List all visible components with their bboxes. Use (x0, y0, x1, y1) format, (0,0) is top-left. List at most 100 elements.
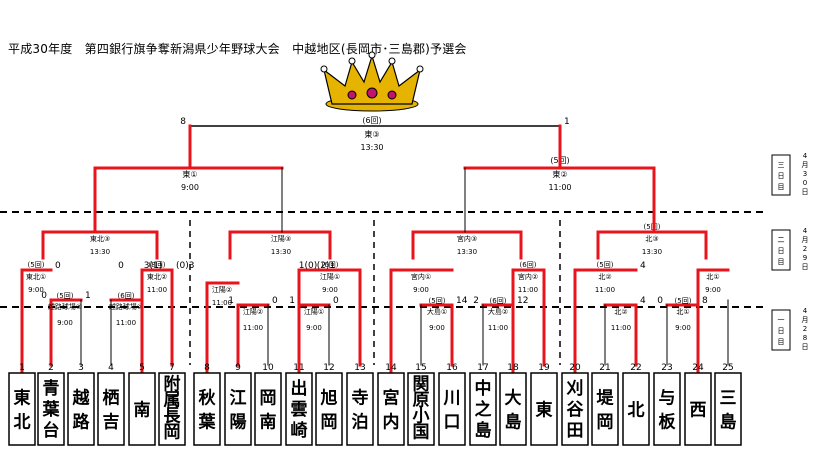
team-number: 8 (204, 363, 210, 373)
team-name-char: 陽 (230, 413, 247, 433)
team-name-char: 南 (134, 400, 151, 421)
date-char: 0 (803, 179, 807, 187)
r1-venue: 北② (614, 308, 627, 316)
day-label-char: 目 (778, 258, 785, 266)
r2-inning: (5回) (597, 261, 614, 269)
team-name-char: 越 (72, 388, 91, 409)
team-name-char: 小 (413, 406, 430, 426)
r2-time: 11:00 (212, 299, 232, 307)
final-right-score: 1 (564, 117, 570, 127)
team-number: 20 (569, 363, 581, 373)
team-name-char: 崎 (291, 420, 308, 441)
team-name-char: 三 (720, 389, 737, 409)
team-name-char: 之 (475, 399, 492, 420)
r2-right-score: 4 (640, 261, 646, 271)
team-box (346, 372, 374, 446)
qf-venue: 東北③ (90, 234, 110, 243)
r2-time: 11:00 (518, 286, 538, 294)
team-number: 17 (477, 363, 488, 373)
qf-left-score: 0 (118, 261, 124, 271)
r1-left-score: 0 (41, 291, 47, 301)
r2-venue: 東北① (26, 272, 46, 281)
r1-venue: 大島① (427, 307, 447, 316)
day-label-char: 目 (778, 338, 785, 346)
day-label-char: 日 (778, 327, 785, 335)
team-name-char: 岡 (260, 389, 277, 409)
team-box (714, 372, 742, 446)
team-box (407, 372, 435, 446)
r1-time: 11:00 (116, 319, 136, 327)
team-number: 13 (354, 363, 365, 373)
qf-inning: (5回) (644, 223, 661, 231)
team-box (377, 372, 405, 446)
date-char: 日 (802, 343, 809, 351)
day-label-box (771, 229, 791, 271)
r1-time: 11:00 (243, 324, 263, 332)
team-name-char: 附 (164, 373, 181, 394)
date-char: 2 (803, 325, 807, 333)
r2-venue: 江陽① (320, 272, 340, 281)
team-number: 18 (507, 363, 519, 373)
r2-time: 11:00 (595, 286, 615, 294)
date-char: 2 (803, 245, 807, 253)
team-name-char: 東 (536, 400, 553, 421)
team-name-char: 江 (230, 389, 247, 409)
team-box (591, 372, 619, 446)
team-box (158, 372, 186, 446)
team-name-char: 栖 (103, 388, 120, 409)
day-label-char: 目 (778, 183, 785, 191)
r1-venue: 越路球場② (109, 302, 143, 311)
date-char: 4 (803, 152, 808, 160)
sf-time: 11:00 (548, 183, 571, 192)
date-char: 8 (803, 334, 807, 342)
team-number: 1 (19, 363, 25, 373)
qf-left-score: 1(0) (299, 261, 317, 271)
r2-time: 9:00 (705, 286, 721, 294)
team-name-char: 口 (444, 413, 461, 433)
team-number: 25 (722, 363, 733, 373)
team-box (128, 372, 156, 446)
r2-time: 9:00 (322, 286, 338, 294)
final-left-score: 8 (180, 117, 186, 127)
r2-right-score: (0)3 (176, 261, 194, 271)
team-box (97, 372, 125, 446)
r1-time: 9:00 (57, 319, 73, 327)
team-name-char: 吉 (103, 413, 120, 433)
r2-inning: (5回) (28, 261, 45, 269)
r2-time: 9:00 (28, 286, 44, 294)
team-box (499, 372, 527, 446)
date-char: 月 (802, 236, 809, 244)
team-name-char: 島 (720, 412, 737, 433)
r1-inning: (6回) (490, 297, 507, 305)
qf-time: 13:30 (271, 248, 291, 256)
team-box (224, 372, 252, 446)
r2-venue: 北② (598, 273, 611, 281)
r1-left-score: 1 (228, 296, 234, 306)
team-name-char: 属 (164, 390, 181, 410)
team-name-char: 国 (413, 422, 430, 442)
final-time: 13:30 (360, 143, 383, 152)
team-name-char: 大 (505, 388, 522, 409)
team-name-char: 青 (43, 378, 60, 399)
team-name-char: 堤 (597, 389, 615, 409)
team-name-char: 与 (659, 389, 676, 409)
team-number: 10 (262, 363, 274, 373)
team-name-char: 秋 (199, 388, 217, 409)
sf-venue: 東② (552, 169, 567, 179)
team-box (315, 372, 343, 446)
team-name-char: 内 (383, 412, 400, 433)
r1-right-score: 0 (272, 296, 278, 306)
r1-left-score: 1 (289, 296, 295, 306)
r1-right-score: 4 (640, 296, 646, 306)
team-number: 14 (385, 363, 397, 373)
date-char: 日 (802, 263, 809, 271)
team-number: 21 (599, 363, 610, 373)
r1-inning: (5回) (57, 292, 74, 300)
r1-venue: 越路球場② (48, 302, 82, 311)
date-char: 月 (802, 316, 809, 324)
team-number: 16 (446, 363, 458, 373)
day-label-box (771, 309, 791, 351)
r1-right-score: 0 (333, 296, 339, 306)
team-number: 12 (323, 363, 334, 373)
team-number: 3 (78, 363, 84, 373)
